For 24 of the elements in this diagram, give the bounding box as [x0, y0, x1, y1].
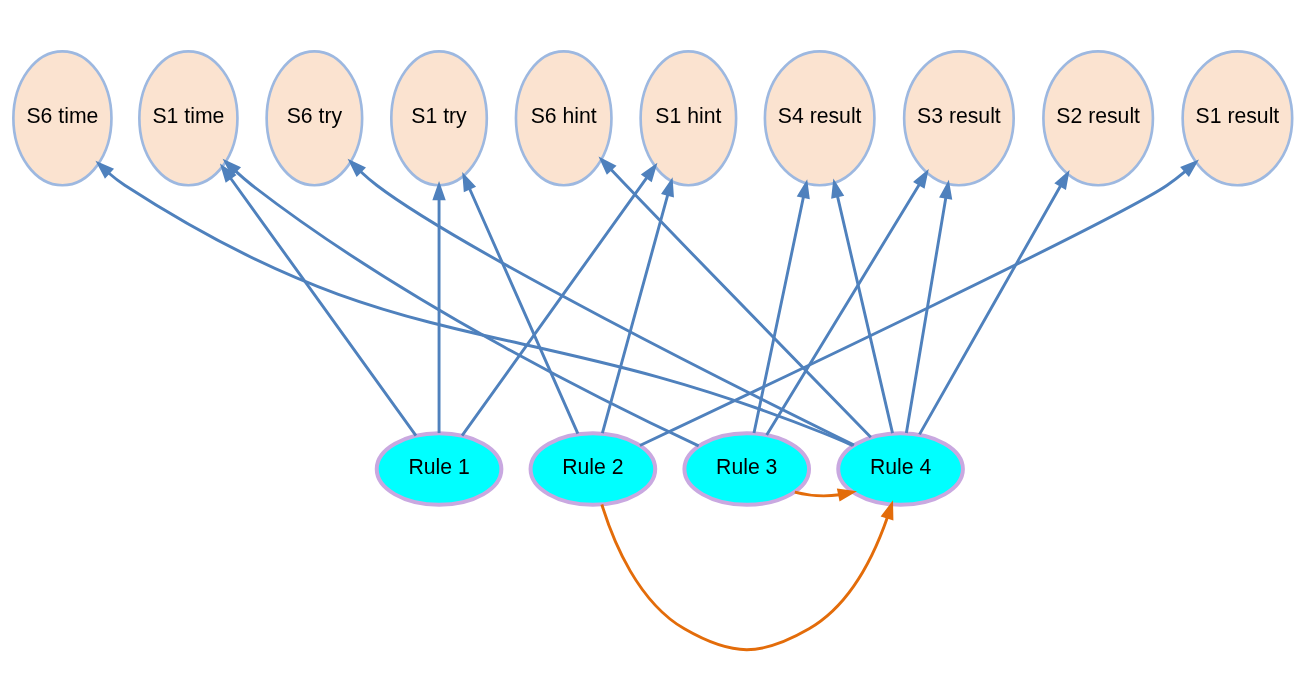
arrow: [432, 180, 446, 433]
arrow: [601, 176, 674, 433]
arrow: [600, 499, 894, 651]
arrow: [460, 162, 658, 436]
node-ellipse: S4 result: [763, 49, 876, 187]
arrow: [794, 487, 857, 502]
arrow: [462, 171, 580, 434]
node-ellipse: Rule 1: [374, 430, 504, 507]
arrow: [639, 158, 1199, 447]
arrow: [752, 178, 810, 433]
arrow: [598, 155, 872, 438]
arrow: [347, 158, 855, 446]
node-ellipse: S6 hint: [514, 49, 613, 187]
node-ellipse: Rule 2: [528, 430, 658, 507]
arrow: [831, 178, 894, 433]
arrow: [222, 158, 700, 447]
arrow: [219, 162, 418, 436]
arrow: [95, 160, 854, 447]
arrow: [904, 179, 953, 433]
node-ellipse: S1 try: [390, 49, 489, 187]
node-ellipse: S2 result: [1042, 49, 1155, 187]
node-ellipse: Rule 3: [682, 430, 812, 507]
arrow: [765, 168, 929, 436]
arrow: [918, 169, 1070, 435]
